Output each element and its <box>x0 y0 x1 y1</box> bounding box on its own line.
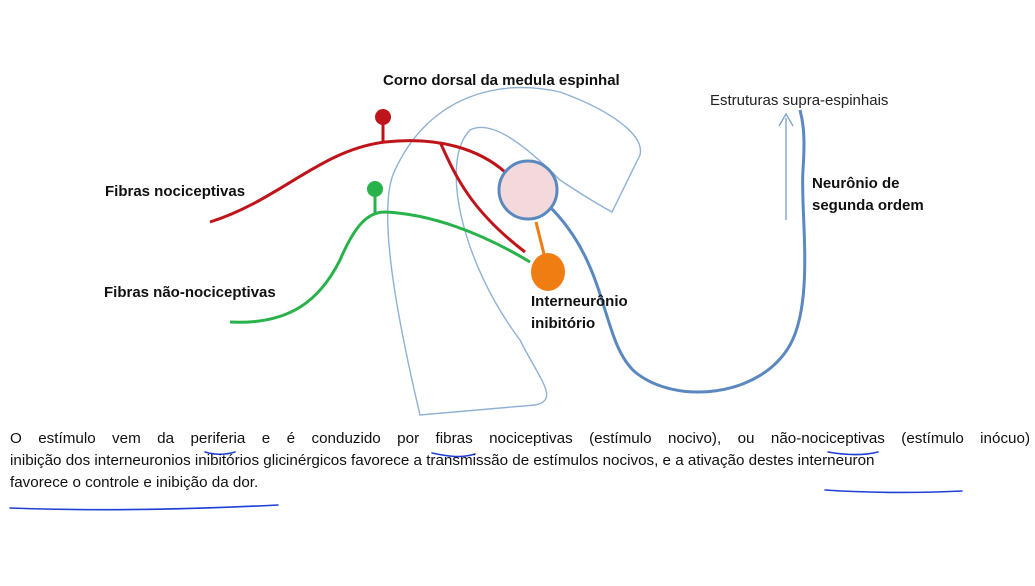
nociceptive-label: Fibras nociceptivas <box>105 183 245 200</box>
second-order-label-line2: segunda ordem <box>812 197 924 214</box>
interneuron-label-line2: inibitório <box>531 315 595 332</box>
interneuron-label-line1: Interneurônio <box>531 293 628 310</box>
inhibitory-interneuron-body <box>531 253 565 291</box>
underline-nao-nociceptivas <box>827 451 879 456</box>
caption-line-3: favorece o controle e inibição da dor. <box>10 474 259 491</box>
caption-line-1: O estímulo vem da periferia e é conduzid… <box>10 430 1030 447</box>
nociceptive-ganglion-icon <box>375 109 391 125</box>
nociceptive-fiber-branch <box>438 141 526 254</box>
caption-line-2: inibição dos interneuronios inibitórios … <box>10 452 875 469</box>
underline-ativacao <box>824 489 963 494</box>
up-arrow-icon <box>778 112 794 220</box>
non-nociceptive-fiber <box>229 210 531 324</box>
second-order-neuron-body <box>497 159 559 221</box>
non-nociceptive-label: Fibras não-nociceptivas <box>104 284 276 301</box>
diagram-title: Corno dorsal da medula espinhal <box>383 72 620 89</box>
figure-caption: O estímulo vem da periferia e é conduzid… <box>10 428 1030 494</box>
nociceptive-fiber <box>209 139 506 224</box>
underline-periferia <box>204 451 236 456</box>
inhibitory-connection <box>534 221 547 259</box>
second-order-fiber <box>546 109 807 394</box>
dorsal-horn-outer-outline <box>386 86 642 416</box>
underline-fibras-nociceptivas <box>431 452 476 458</box>
non-nociceptive-ganglion-icon <box>367 181 383 197</box>
underline-favorece <box>9 504 279 511</box>
supraspinal-label: Estruturas supra-espinhais <box>710 92 888 109</box>
second-order-label-line1: Neurônio de <box>812 175 900 192</box>
annotation-underlines <box>9 451 963 511</box>
